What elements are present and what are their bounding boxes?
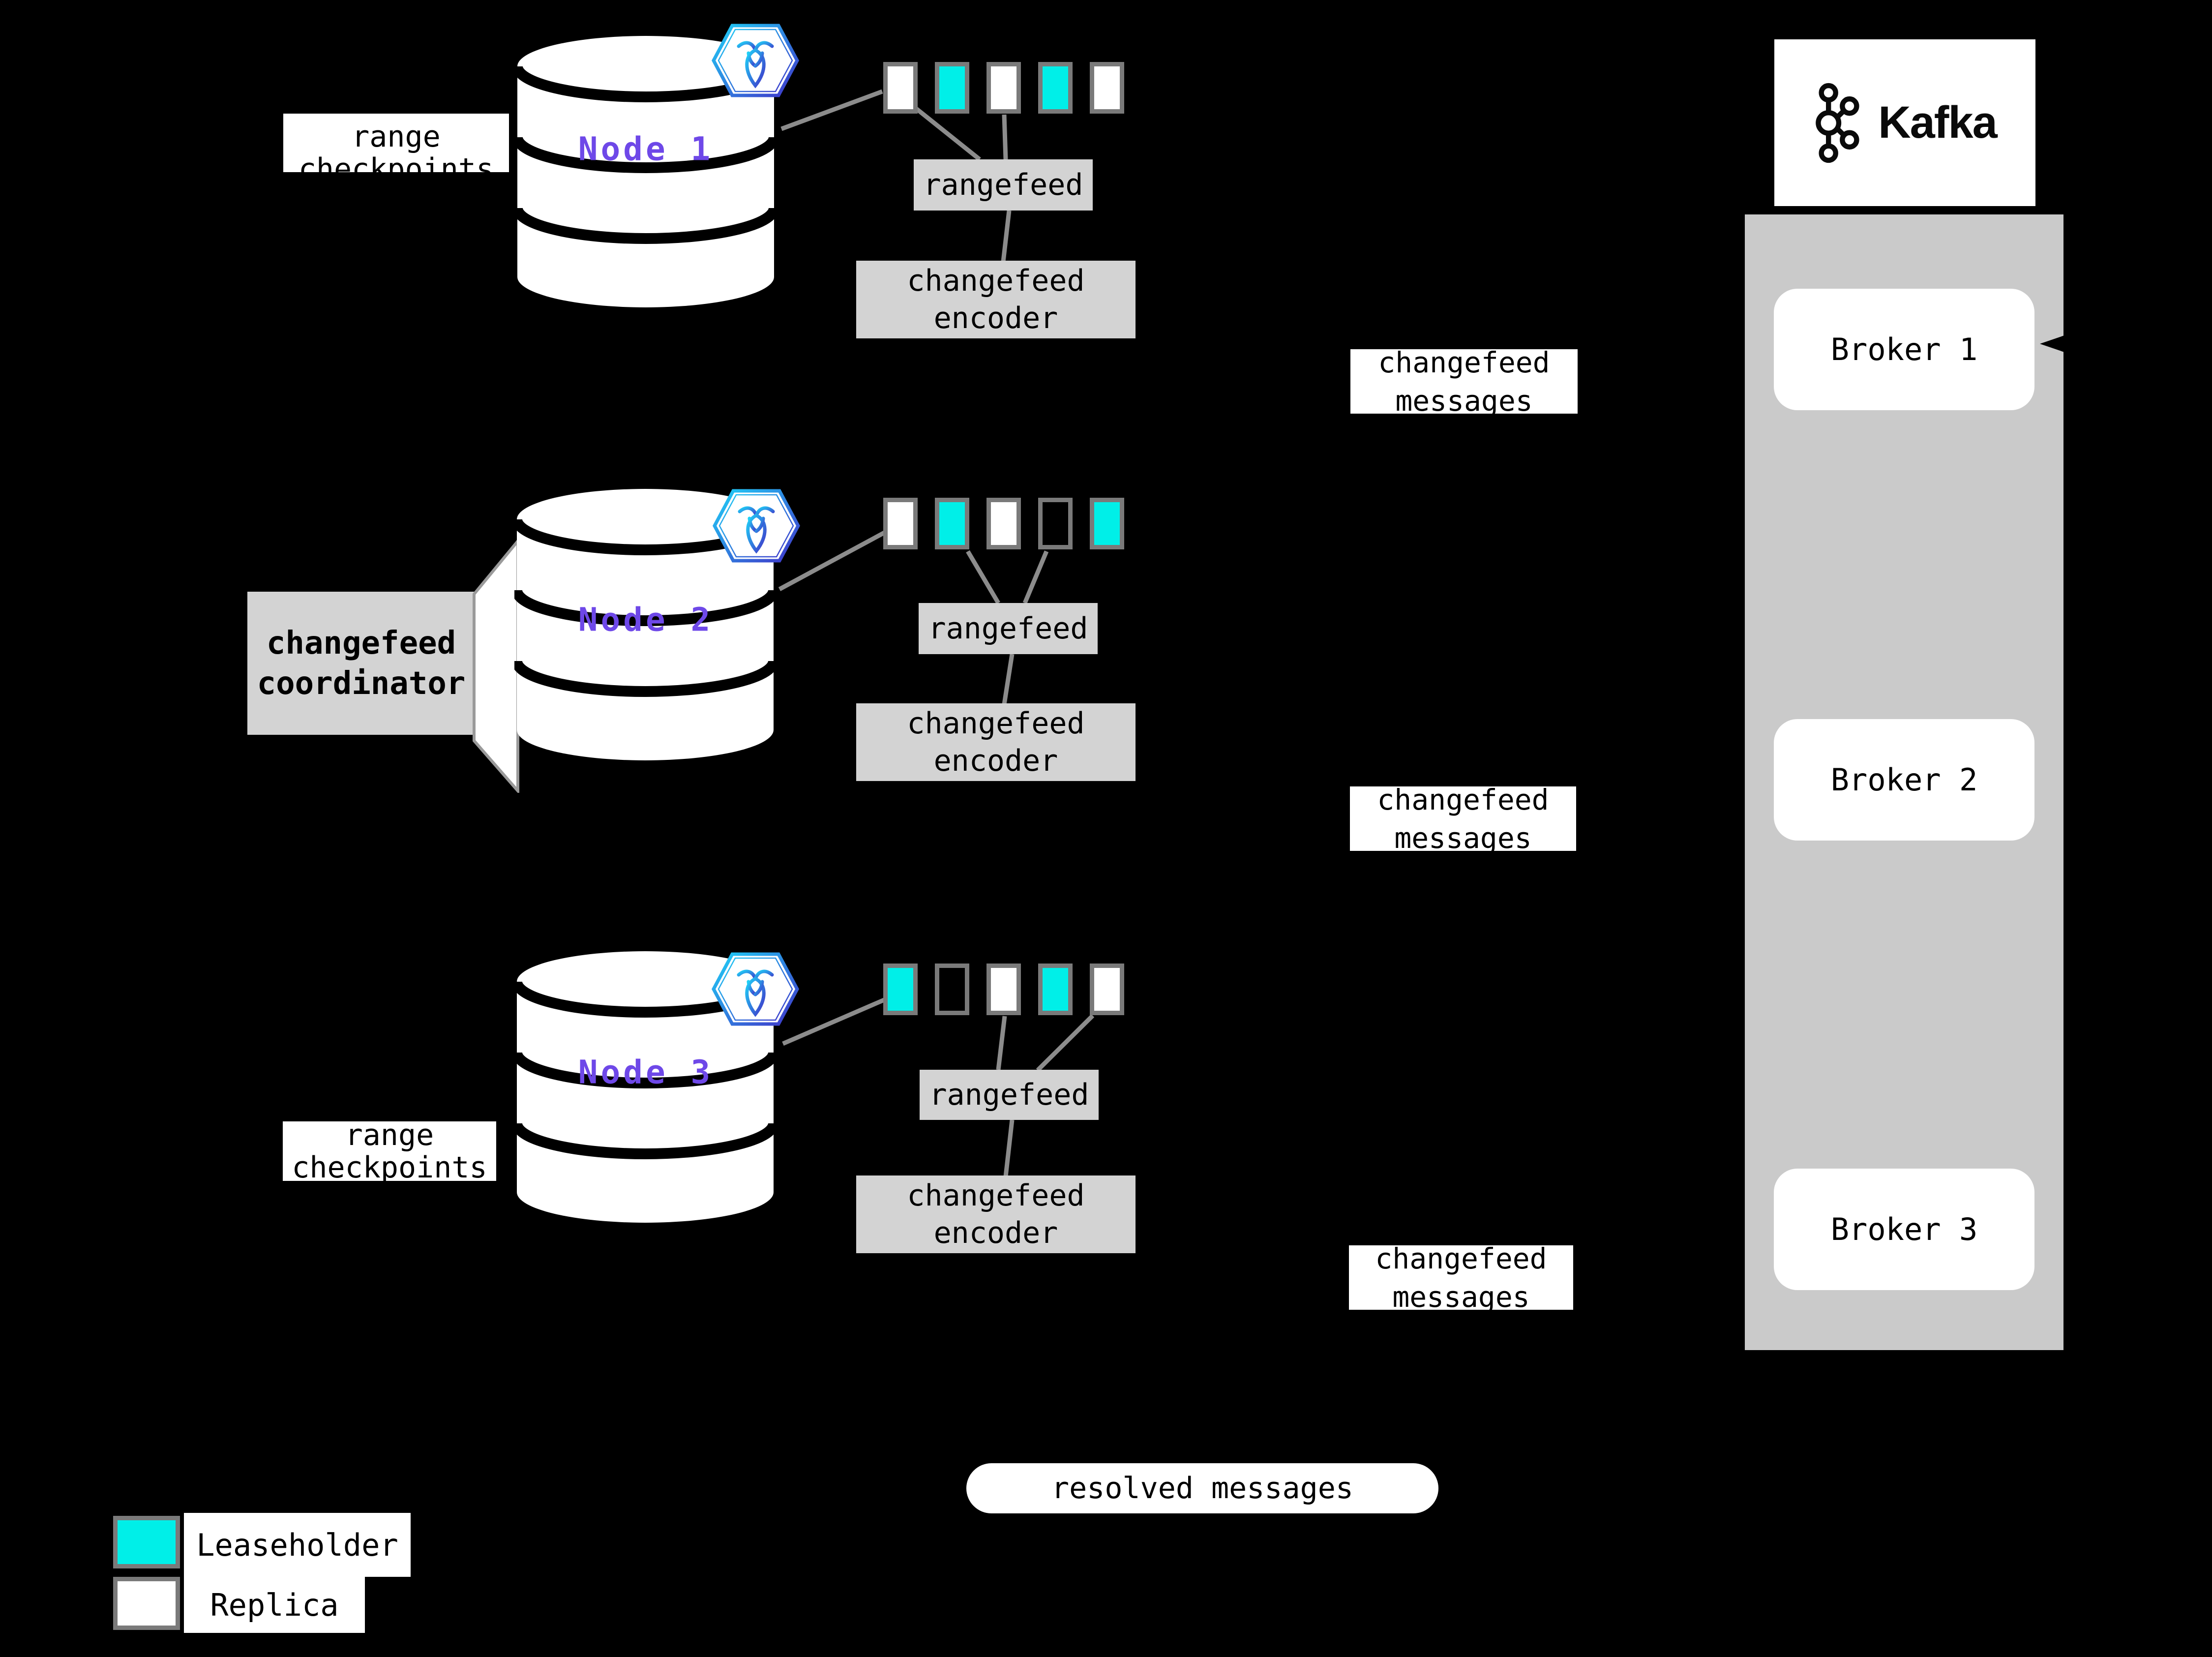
range-square <box>986 498 1021 549</box>
node-1-changefeed-encoder: changefeed encoder <box>856 261 1136 338</box>
cockroachdb-icon <box>712 952 799 1026</box>
node-1-rangefeed: rangefeed <box>914 159 1093 211</box>
node-3-changefeed-encoder: changefeed encoder <box>856 1175 1136 1253</box>
node-2-rangefeed: rangefeed <box>919 603 1098 654</box>
node-2-cylinder <box>514 489 776 760</box>
node-3-rangefeed: rangefeed <box>920 1070 1099 1120</box>
legend: Leaseholder Replica <box>113 1513 411 1633</box>
node-3-label: Node 3 <box>578 1053 714 1091</box>
arrowhead-into-broker-1 <box>2040 331 2077 357</box>
node-2-ranges <box>883 498 1124 549</box>
changefeed-coordinator-box: changefeed coordinator <box>247 592 475 735</box>
range-square <box>1038 62 1073 114</box>
broker-2: Broker 2 <box>1774 719 2034 841</box>
range-square <box>883 62 918 114</box>
node-3-ranges <box>883 964 1124 1015</box>
resolved-messages-label: resolved messages <box>966 1463 1438 1513</box>
kafka-wordmark: Kafka <box>1878 97 1998 148</box>
broker-1: Broker 1 <box>1774 289 2034 410</box>
node-2-changefeed-encoder: changefeed encoder <box>856 703 1136 781</box>
kafka-logo-box: Kafka <box>1774 39 2035 206</box>
legend-replica-swatch <box>113 1577 180 1630</box>
range-square <box>1038 498 1073 549</box>
range-square <box>986 62 1021 114</box>
range-square <box>935 498 969 549</box>
legend-replica-label: Replica <box>184 1577 365 1633</box>
range-square <box>986 964 1021 1015</box>
range-square <box>1090 964 1124 1015</box>
range-square <box>935 62 969 114</box>
range-square <box>935 964 969 1015</box>
range-checkpoints-label-top: range checkpoints <box>283 114 509 172</box>
cockroachdb-icon <box>712 24 799 97</box>
range-checkpoints-label-bottom: range checkpoints <box>283 1121 496 1181</box>
broker-3: Broker 3 <box>1774 1169 2034 1290</box>
node-1-label: Node 1 <box>578 130 714 168</box>
changefeed-messages-label-3: changefeed messages <box>1349 1245 1573 1310</box>
changefeed-messages-label-1: changefeed messages <box>1350 349 1578 414</box>
changefeed-messages-label-2: changefeed messages <box>1350 786 1576 851</box>
cockroachdb-icon <box>713 489 800 563</box>
kafka-icon <box>1816 83 1859 163</box>
range-square <box>883 964 918 1015</box>
node-2-label: Node 2 <box>578 601 714 639</box>
range-square <box>883 498 918 549</box>
coordinator-flag <box>473 539 519 793</box>
legend-leaseholder-label: Leaseholder <box>184 1513 411 1577</box>
range-square <box>1038 964 1073 1015</box>
range-square <box>1090 498 1124 549</box>
node-1-ranges <box>883 62 1124 114</box>
legend-leaseholder-swatch <box>113 1516 180 1568</box>
range-square <box>1090 62 1124 114</box>
node-3-cylinder <box>514 951 776 1223</box>
